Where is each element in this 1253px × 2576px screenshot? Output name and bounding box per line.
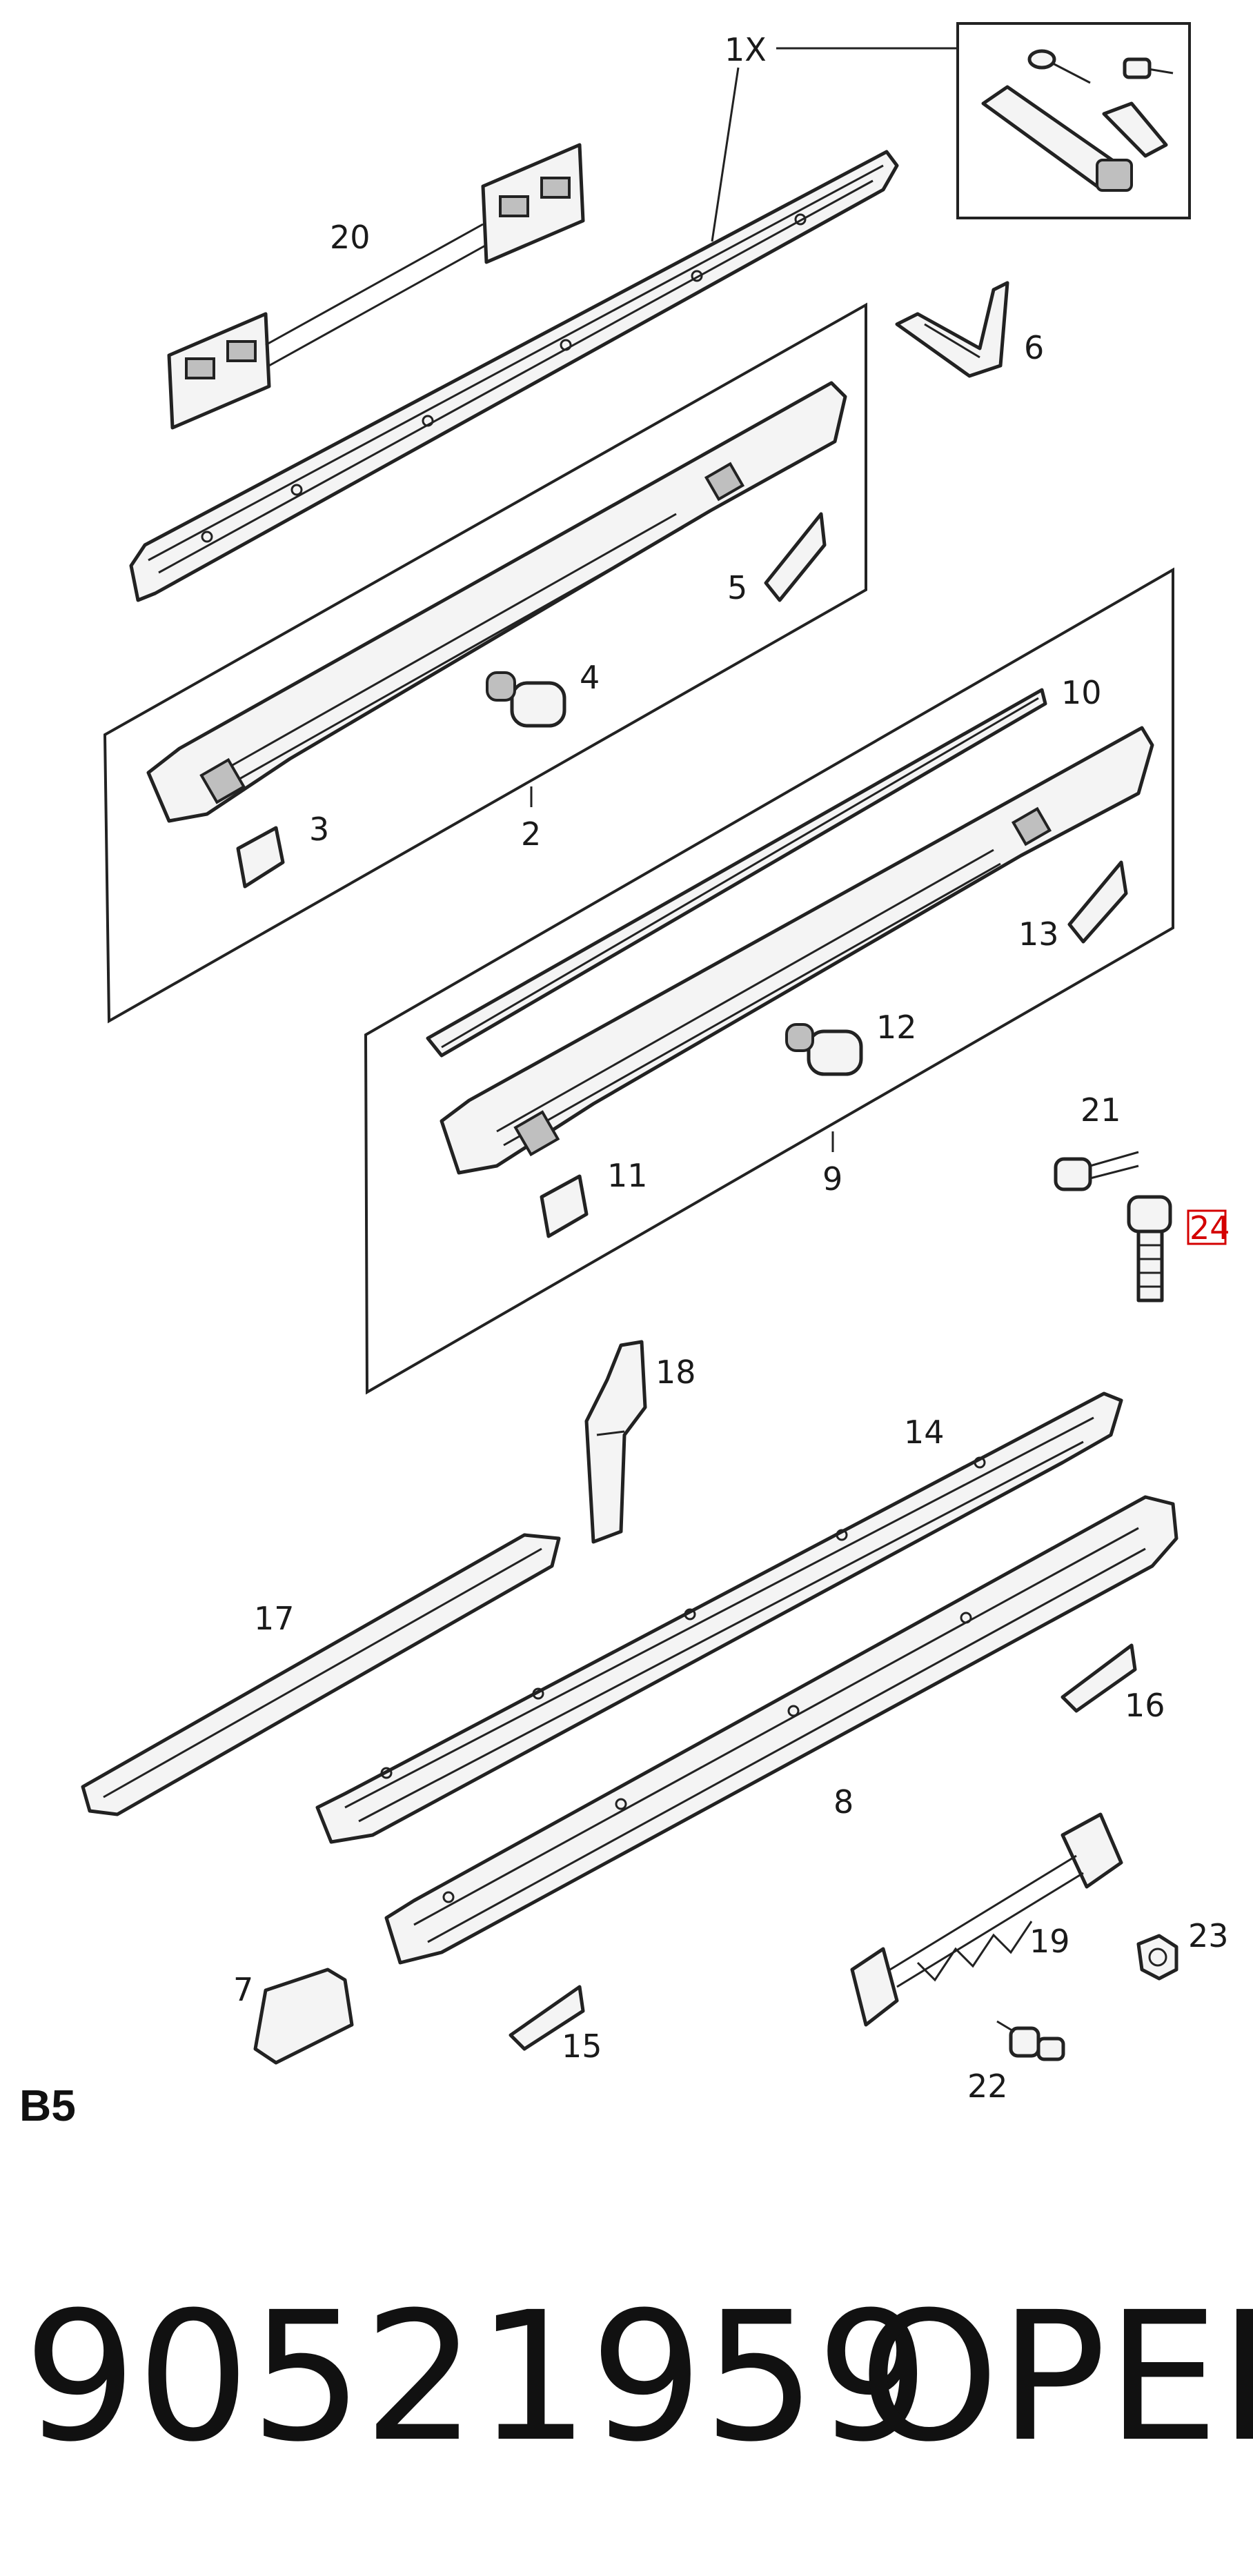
part-5-cap [764,512,827,602]
part-14-sill [315,1391,1123,1844]
callout-16: 16 [1125,1687,1165,1724]
callout-4: 4 [580,659,600,696]
callout-21: 21 [1081,1091,1121,1129]
part-13-cap [1067,860,1128,944]
part-7-endcap [253,1968,354,2065]
part-24-fastener [1127,1195,1172,1302]
kit-box [956,22,1191,219]
brand-name: OPEL [859,2274,1253,2481]
part-23-nut [1136,1934,1178,1981]
callout-8: 8 [833,1783,854,1821]
kit-nozzle-icon [1102,101,1168,158]
callout-3: 3 [309,811,329,848]
assembly-box-9 [364,567,1174,1395]
callout-9: 9 [822,1160,842,1198]
callout-19: 19 [1029,1923,1070,1960]
callout-7: 7 [233,1971,253,2008]
callout-18: 18 [655,1354,696,1391]
part-17-strip [81,1533,561,1816]
callout-14: 14 [904,1414,945,1451]
kit-key-icon [1027,49,1091,84]
part-2-sill [146,381,847,823]
callout-20: 20 [330,219,371,256]
callout-11: 11 [607,1157,648,1194]
callout-1x: 1X [724,31,767,68]
part-9-sill [440,726,1154,1175]
kit-tube-icon [981,85,1133,192]
section-label: B5 [19,2081,76,2130]
callout-24-box [1187,1209,1227,1245]
part-16-cap [1060,1643,1137,1713]
part-22-pin [996,2020,1065,2061]
callout-5: 5 [727,569,747,606]
part-6-bracket [895,281,1009,378]
part-15-cap [509,1985,585,2051]
part-11-cap [540,1174,589,1238]
part-19-bracket [850,1812,1123,2027]
part-4-clip [486,671,566,728]
callout-23: 23 [1188,1917,1229,1954]
callout-22: 22 [967,2068,1008,2105]
callout-12: 12 [876,1009,917,1046]
callout-13: 13 [1018,915,1059,953]
assembly-box-2 [103,302,867,1024]
part-21-rivet [1054,1151,1139,1191]
part-12-clip [785,1023,863,1076]
part-20-bracket [167,143,585,430]
callout-10: 10 [1061,674,1102,711]
part-10-strip [426,688,1047,1058]
callout-17: 17 [254,1600,295,1637]
part-3-cap [236,826,285,889]
kit-pin-icon [1123,57,1174,79]
part-18-trim [584,1340,647,1544]
part-8-sill [384,1495,1178,1965]
callout-6: 6 [1024,329,1044,366]
callout-2: 2 [521,815,541,853]
part-number: 90521959 [23,2274,929,2481]
part-1x-sill [129,150,899,602]
callout-24: 24 [1190,1209,1230,1247]
callout-15: 15 [562,2028,602,2065]
